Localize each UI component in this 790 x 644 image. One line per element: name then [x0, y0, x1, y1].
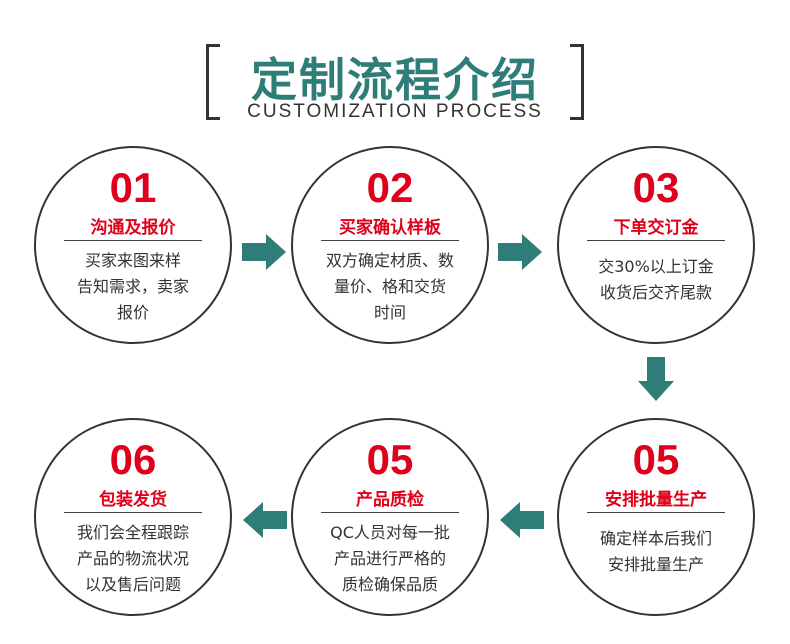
- left-bracket-decoration: [206, 44, 220, 120]
- step-number: 05: [366, 436, 414, 483]
- arrow-down-icon: [638, 357, 674, 401]
- step-description: 交30%以上订金 收货后交齐尾款: [598, 257, 714, 302]
- step-number: 03: [632, 164, 680, 211]
- step-divider: [64, 240, 202, 241]
- step-divider: [321, 240, 459, 241]
- step-description: QC人员对每一批 产品进行严格的 质检确保品质: [330, 523, 450, 594]
- arrow-left-icon: [243, 502, 287, 538]
- step-number: 05: [632, 436, 680, 483]
- arrow-right-icon: [498, 234, 542, 270]
- step-title: 下单交订金: [613, 218, 699, 238]
- step-description: 我们会全程跟踪 产品的物流状况 以及售后问题: [76, 523, 189, 594]
- arrow-left-icon: [500, 502, 544, 538]
- step-divider: [321, 512, 459, 513]
- arrow-right-icon: [242, 234, 286, 270]
- step-title: 产品质检: [356, 490, 424, 510]
- page-title: 定制流程介绍: [251, 53, 539, 107]
- step-card-1: 01 沟通及报价 买家来图来样 告知需求，卖家 报价: [34, 146, 232, 344]
- step-number: 02: [366, 164, 414, 211]
- step-card-4: 05 安排批量生产 确定样本后我们 安排批量生产: [557, 418, 755, 616]
- step-number: 01: [109, 164, 157, 211]
- step-divider: [64, 512, 202, 513]
- step-card-2: 02 买家确认样板 双方确定材质、数 量价、格和交货 时间: [291, 146, 489, 344]
- step-description: 确定样本后我们 安排批量生产: [599, 529, 712, 574]
- step-description: 买家来图来样 告知需求，卖家 报价: [76, 251, 189, 322]
- step-title: 安排批量生产: [605, 490, 707, 510]
- header: 定制流程介绍 CUSTOMIZATION PROCESS: [0, 0, 790, 130]
- step-card-6: 06 包装发货 我们会全程跟踪 产品的物流状况 以及售后问题: [34, 418, 232, 616]
- step-title: 包装发货: [99, 490, 167, 510]
- step-card-5: 05 产品质检 QC人员对每一批 产品进行严格的 质检确保品质: [291, 418, 489, 616]
- step-number: 06: [109, 436, 157, 483]
- step-title: 买家确认样板: [339, 218, 441, 238]
- step-title: 沟通及报价: [90, 218, 176, 238]
- step-description: 双方确定材质、数 量价、格和交货 时间: [325, 251, 454, 322]
- step-divider: [587, 512, 725, 513]
- step-divider: [587, 240, 725, 241]
- step-card-3: 03 下单交订金 交30%以上订金 收货后交齐尾款: [557, 146, 755, 344]
- right-bracket-decoration: [570, 44, 584, 120]
- page-subtitle: CUSTOMIZATION PROCESS: [247, 101, 543, 122]
